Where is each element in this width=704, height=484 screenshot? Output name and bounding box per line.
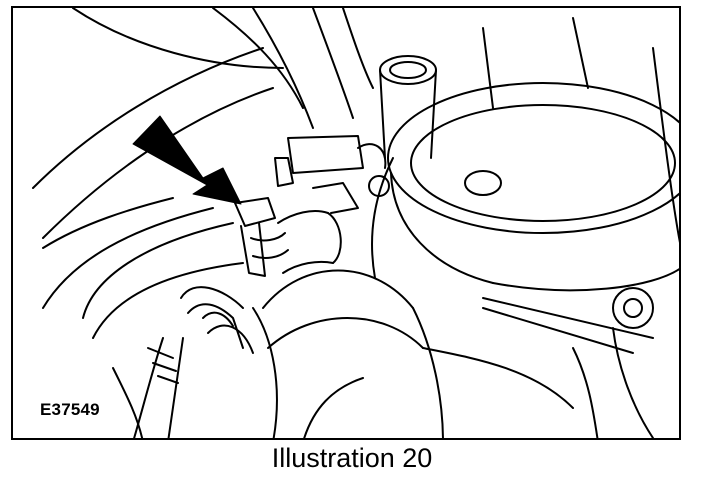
background-lines bbox=[32, 8, 679, 249]
breather-pipe bbox=[379, 55, 437, 159]
engine-line-drawing bbox=[32, 8, 679, 438]
wire-loop bbox=[180, 286, 278, 438]
illustration-caption: Illustration 20 bbox=[271, 443, 433, 473]
bracket-bolt bbox=[482, 287, 654, 438]
illustration-frame: E37549 bbox=[11, 6, 681, 440]
reference-code: E37549 bbox=[40, 400, 100, 419]
hose bbox=[42, 207, 244, 339]
connector-pipe bbox=[277, 182, 359, 274]
sensor-block bbox=[274, 135, 390, 197]
throttle-body bbox=[371, 82, 679, 292]
indicator-arrow bbox=[132, 115, 242, 205]
bottom-left-lines bbox=[112, 337, 184, 438]
lower-housing bbox=[262, 269, 574, 438]
hose-clamp bbox=[234, 197, 289, 277]
